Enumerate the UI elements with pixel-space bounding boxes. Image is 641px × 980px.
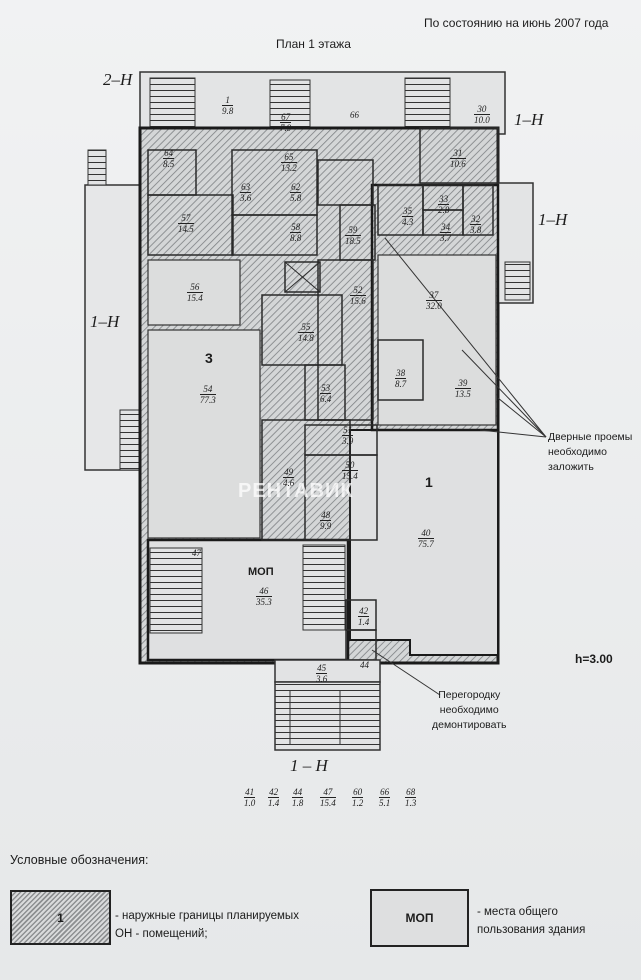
- ceiling-height: h=3.00: [575, 652, 613, 666]
- legend-hatched-swatch: 1: [10, 890, 111, 945]
- axis-label-bottom: 1 – Н: [290, 756, 328, 775]
- zone-1-label: 1: [425, 474, 433, 490]
- legend-title: Условные обозначения:: [10, 853, 149, 867]
- axis-label-left: 1–Н: [90, 312, 120, 331]
- legend-hatched-text: - наружные границы планируемых ОН - поме…: [115, 910, 299, 940]
- room-label: 44: [360, 660, 369, 670]
- axis-label-top-left: 2–Н: [103, 70, 133, 89]
- mop-label: МОП: [248, 566, 274, 578]
- doorway-note: Дверные проемы необходимо заложить: [548, 431, 633, 473]
- room-label: 66: [350, 110, 359, 120]
- page-title: План 1 этажа: [276, 37, 351, 51]
- partition-note: Перегородку необходимо демонтировать: [432, 689, 507, 731]
- axis-label-right: 1–Н: [538, 210, 568, 229]
- axis-label-top-right: 1–Н: [514, 110, 544, 129]
- watermark: РЕНТАВИК: [238, 480, 354, 502]
- zone-3-label: 3: [205, 350, 213, 366]
- date-note: По состоянию на июнь 2007 года: [424, 16, 609, 30]
- legend-mop-swatch: МОП: [370, 889, 469, 947]
- room-label: 47: [192, 548, 201, 558]
- legend-mop-text: - места общего пользования здания: [477, 906, 586, 936]
